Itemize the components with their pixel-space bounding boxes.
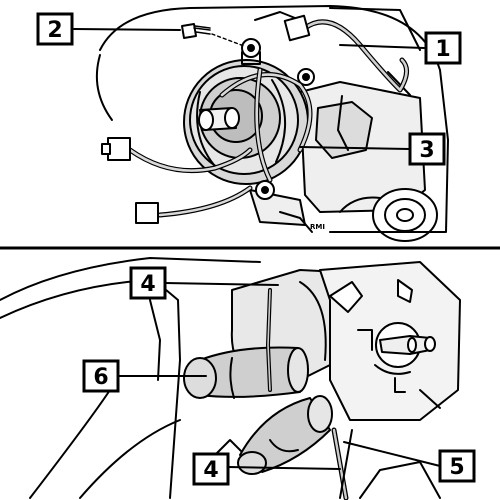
callout-4-upper: 4 xyxy=(129,266,167,300)
callout-3-label: 3 xyxy=(419,138,434,163)
bottom-illustration xyxy=(0,257,461,500)
callout-2-label: 2 xyxy=(47,18,62,43)
leader-5 xyxy=(343,441,441,467)
watermark: RMI xyxy=(310,223,325,231)
callout-3: 3 xyxy=(408,132,446,166)
leader-1 xyxy=(339,44,425,49)
callout-6-label: 6 xyxy=(93,365,108,390)
callout-5-label: 5 xyxy=(449,455,464,480)
callout-6: 6 xyxy=(82,359,120,393)
leader-4b xyxy=(227,466,341,470)
dash-outline xyxy=(0,257,261,301)
callout-1: 1 xyxy=(424,31,462,65)
callout-4-lower-label: 4 xyxy=(203,458,218,483)
leader-3 xyxy=(299,146,410,150)
connector-left xyxy=(107,137,131,161)
callout-4-lower: 4 xyxy=(192,452,230,486)
callout-4-upper-label: 4 xyxy=(140,272,155,297)
leader-4a xyxy=(164,282,279,286)
callout-2: 2 xyxy=(36,12,74,46)
connector-top xyxy=(283,14,311,42)
callout-1-label: 1 xyxy=(435,37,450,62)
screw xyxy=(181,23,197,39)
connector-bottom xyxy=(135,202,159,224)
top-illustration: RMI xyxy=(73,5,449,242)
callout-5: 5 xyxy=(438,449,476,483)
leader-2 xyxy=(73,28,181,31)
